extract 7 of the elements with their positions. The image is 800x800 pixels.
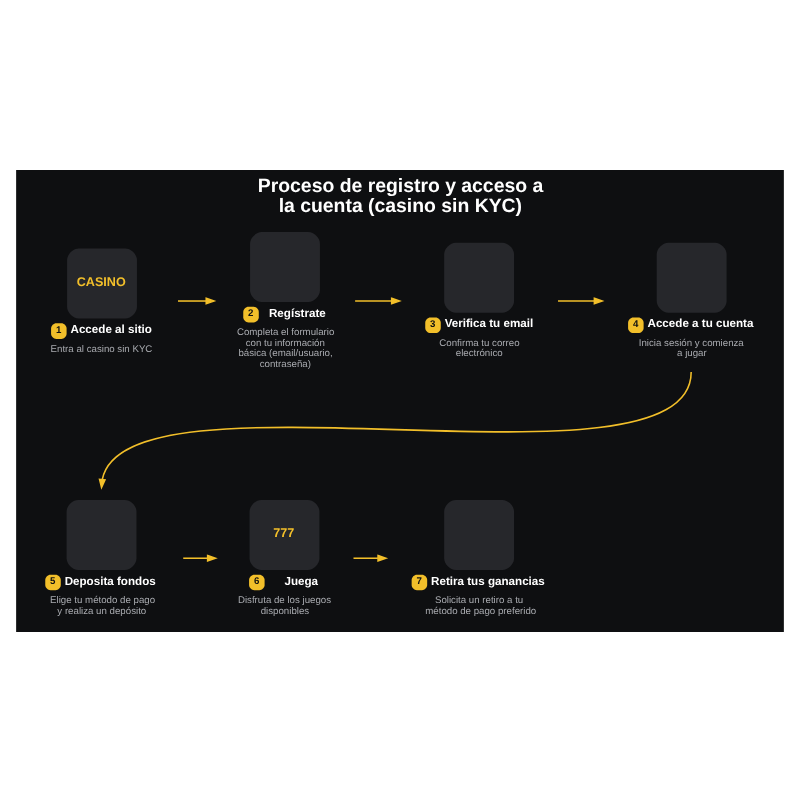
arrow: [182, 553, 218, 562]
arrow: [98, 370, 692, 489]
arrow: [354, 296, 402, 304]
diagram-title: Proceso de registro y acceso a la cuenta (casino sin KYC): [257, 175, 544, 217]
arrow: [557, 296, 605, 304]
arrow: [352, 553, 389, 562]
arrow: [177, 296, 217, 304]
